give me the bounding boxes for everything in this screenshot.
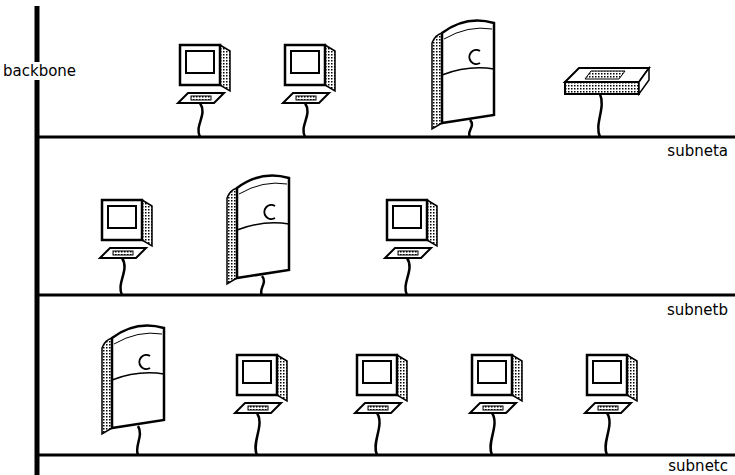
subnet-line [37, 136, 735, 139]
cables [120, 94, 609, 455]
subnet-label: subnetc [667, 457, 729, 475]
server-icon [102, 326, 164, 434]
computer-icon [283, 45, 335, 103]
computer-icon [470, 355, 522, 413]
backbone-label: backbone [2, 62, 77, 80]
computer-icon [585, 355, 637, 413]
subnet-label: subnetb [666, 301, 729, 319]
computer-icon [178, 45, 230, 103]
server-icon [432, 21, 494, 129]
router-icon [565, 68, 649, 94]
subnet-label: subneta [666, 142, 729, 160]
computer-icon [235, 355, 287, 413]
subnet-line [37, 454, 735, 457]
subnet-line [37, 294, 735, 297]
computer-icon [100, 200, 152, 258]
computer-icon [355, 355, 407, 413]
computer-icon [385, 200, 437, 258]
server-icon [227, 176, 289, 284]
